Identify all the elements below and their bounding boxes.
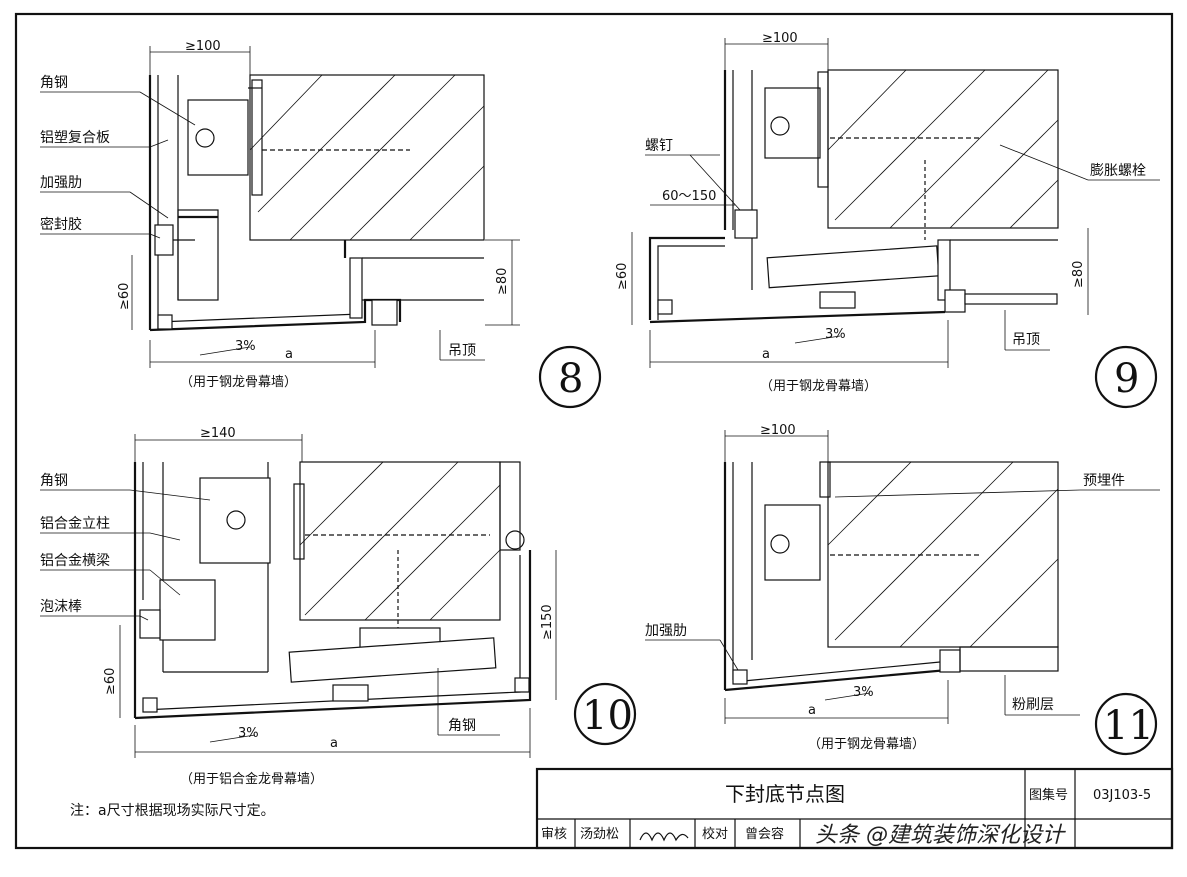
- slope-8: 3%: [235, 339, 256, 354]
- detail-number-circle-9: [1094, 345, 1158, 409]
- slope-9: 3%: [825, 327, 846, 342]
- watermark: 头条 @建筑装饰深化设计: [815, 823, 1066, 848]
- angle-steel-8: [187, 99, 249, 176]
- detail-number-circle-8: [538, 345, 602, 409]
- title-block-title: 下封底节点图: [725, 782, 845, 806]
- label-stiffener-11: 加强肋: [645, 623, 687, 639]
- dim-right-9: ≥80: [1071, 261, 1086, 288]
- checker-name: 曾会容: [745, 826, 784, 842]
- concrete-wall-11: [827, 461, 1059, 648]
- bottom-panel-9: [648, 236, 725, 320]
- dim-left-9: ≥60: [615, 263, 630, 290]
- label-expansion-bolt-9: 膨胀螺栓: [1090, 162, 1146, 179]
- sealant-left-8: [154, 224, 174, 256]
- concrete-wall-9: [827, 69, 1059, 229]
- dim-bottom-11: a: [808, 703, 816, 718]
- detail-8: 角钢 铝塑复合板 加强肋 密封胶 吊顶 ≥100 ≥60 ≥80 a 3% （用…: [40, 39, 602, 409]
- atlas-label: 图集号: [1029, 787, 1068, 803]
- dim-left-10: ≥60: [103, 668, 118, 695]
- dim-top-9: ≥100: [762, 31, 798, 46]
- dim-offset-9: 60～150: [662, 189, 716, 204]
- detail-9: 螺钉 膨胀螺栓 吊顶 ≥100 60～150 ≥60 ≥80 a 3% （用于钢…: [615, 31, 1160, 409]
- label-stiffener-8: 加强肋: [40, 175, 82, 191]
- dim-top-8: ≥100: [185, 39, 221, 54]
- reviewer-signature: [639, 832, 689, 842]
- angle-steel-11: [764, 504, 821, 581]
- label-screw-9: 螺钉: [645, 138, 673, 154]
- label-plaster-11: 粉刷层: [1012, 697, 1054, 713]
- label-foam-rod-10: 泡沫棒: [40, 599, 82, 615]
- dim-right-8: ≥80: [495, 268, 510, 295]
- review-label: 审核: [541, 827, 567, 842]
- detail-number-10: 10: [582, 693, 633, 739]
- note: 注：a尺寸根据现场实际尺寸定。: [70, 803, 275, 819]
- label-angle-steel-8: 角钢: [40, 75, 68, 91]
- angle-steel-10: [199, 477, 271, 564]
- dim-left-8: ≥60: [117, 283, 132, 310]
- title-block: 下封底节点图 图集号 03J103-5 审核 汤劲松 校对 曾会容: [535, 767, 1174, 850]
- dim-top-11: ≥100: [760, 423, 796, 438]
- label-embedded-part-11: 预埋件: [1083, 473, 1125, 489]
- label-sealant-8: 密封胶: [40, 216, 82, 233]
- caption-10: （用于铝合金龙骨幕墙）: [180, 771, 323, 787]
- label-ceiling-9: 吊顶: [1012, 332, 1040, 348]
- dim-right-10: ≥150: [540, 604, 555, 640]
- detail-11: 预埋件 加强肋 粉刷层 ≥100 a 3% （用于钢龙骨幕墙） 11: [645, 423, 1160, 756]
- caption-11: （用于钢龙骨幕墙）: [808, 737, 925, 752]
- detail-number-9: 9: [1114, 356, 1139, 402]
- bottom-panel-11: [724, 650, 950, 692]
- caption-8: （用于钢龙骨幕墙）: [180, 375, 297, 390]
- aluminum-beam-10: [159, 579, 216, 641]
- plaster-layer-11: [959, 646, 1059, 672]
- detail-number-8: 8: [558, 356, 583, 402]
- concrete-wall-8: [249, 74, 485, 241]
- bottom-panel-10: [134, 550, 532, 720]
- ceiling-board-9: [964, 293, 1058, 305]
- caption-9: （用于钢龙骨幕墙）: [760, 379, 877, 394]
- label-angle-steel-10: 角钢: [40, 473, 68, 489]
- label-aluminum-composite-panel-8: 铝塑复合板: [40, 129, 110, 146]
- detail-number-circle-10: [573, 682, 637, 746]
- detail-10: 角钢 铝合金立柱 铝合金横梁 泡沫棒 角钢 ≥140 ≥60 ≥150 a 3%…: [40, 426, 637, 787]
- detail-number-circle-11: [1094, 692, 1158, 756]
- check-label: 校对: [702, 826, 728, 842]
- label-ceiling-8: 吊顶: [448, 343, 476, 359]
- concrete-wall-10: [299, 461, 521, 621]
- label-aluminum-mullion-10: 铝合金立柱: [40, 516, 110, 532]
- slope-11: 3%: [853, 685, 874, 700]
- dim-bottom-10: a: [330, 736, 338, 751]
- atlas-number: 03J103-5: [1093, 788, 1151, 803]
- slope-10: 3%: [238, 726, 259, 741]
- reviewer-name: 汤劲松: [580, 827, 619, 842]
- angle-steel-9: [764, 87, 821, 159]
- bolt-8: [195, 128, 215, 148]
- dim-top-10: ≥140: [200, 426, 236, 441]
- detail-number-11: 11: [1103, 703, 1154, 749]
- sealant-joint-8: [371, 299, 398, 326]
- label-angle-steel-10b: 角钢: [448, 718, 476, 734]
- dim-bottom-8: a: [285, 347, 293, 362]
- label-aluminum-beam-10: 铝合金横梁: [40, 553, 110, 569]
- dim-bottom-9: a: [762, 347, 770, 362]
